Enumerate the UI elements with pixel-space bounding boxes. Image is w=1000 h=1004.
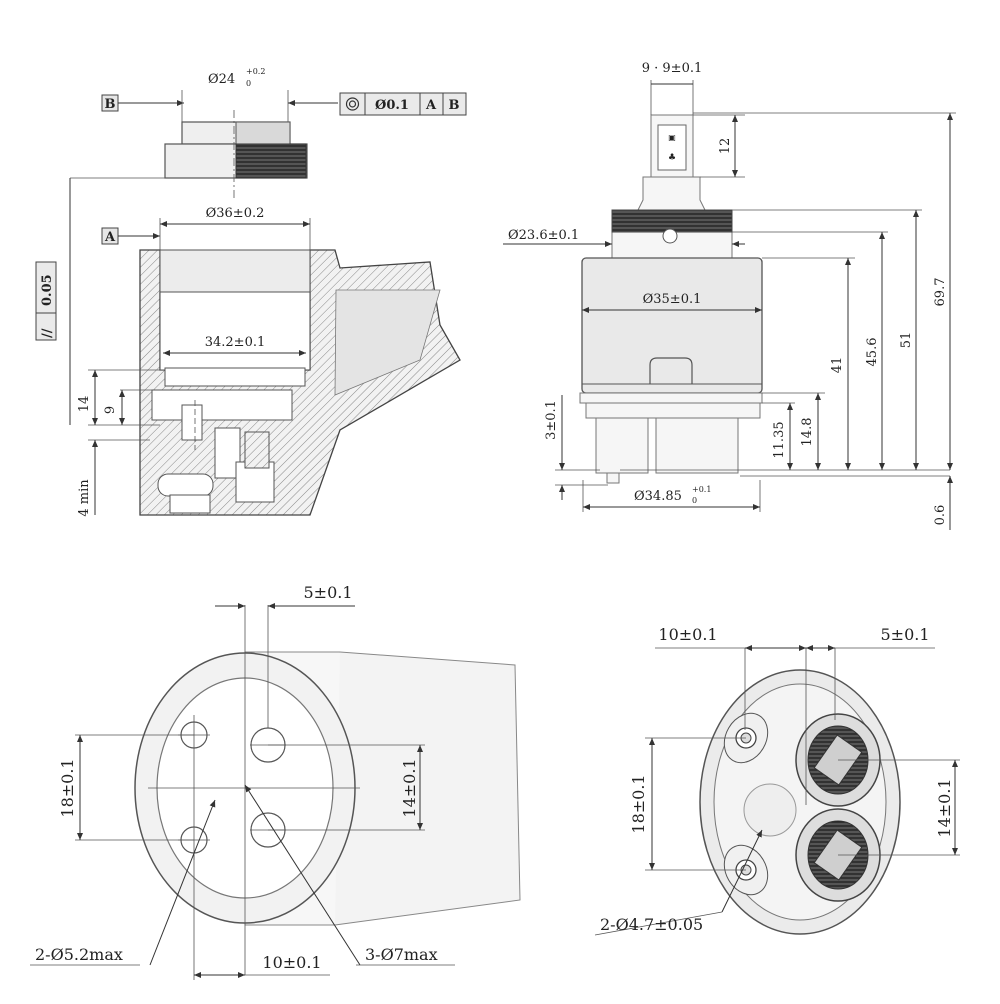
stem-arrow-icon: ♣ xyxy=(668,153,676,163)
fcf-value: Ø0.1 xyxy=(375,98,409,113)
dim-4-min: 4 min xyxy=(77,479,92,517)
section-view: B Ø24 +0.2 0 Ø0.1 A B A Ø36±0.2 xyxy=(35,67,467,517)
seat-holes-large-callout: 3-Ø7max xyxy=(365,945,438,964)
dim-diameter-34-85-tol-upper: +0.1 xyxy=(692,485,711,494)
dim-14-8: 14.8 xyxy=(800,418,815,447)
seat-holes-small-callout: 2-Ø5.2max xyxy=(35,945,123,964)
dim-diameter-34-2: 34.2±0.1 xyxy=(205,335,266,350)
dim-diameter-23-6: Ø23.6±0.1 xyxy=(508,228,579,243)
seat-view: 5±0.1 18±0.1 14±0.1 10±0.1 2-Ø5.2max 3-Ø… xyxy=(30,583,521,980)
datum-b-label: B xyxy=(105,97,116,112)
bottom-pins-callout: 2-Ø4.7±0.05 xyxy=(600,915,703,934)
bottom-dim-14: 14±0.1 xyxy=(935,778,954,837)
dim-45-6: 45.6 xyxy=(865,338,880,367)
dim-9: 9 xyxy=(103,406,118,414)
datum-a-label: A xyxy=(104,230,116,245)
parallelism-symbol: // xyxy=(40,328,55,338)
bottom-dim-18: 18±0.1 xyxy=(629,774,648,833)
dim-11-35: 11.35 xyxy=(772,421,787,458)
bottom-dim-10: 10±0.1 xyxy=(658,625,717,644)
fcf-ref-a: A xyxy=(425,98,437,113)
seat-dim-18: 18±0.1 xyxy=(58,758,77,817)
bottom-view: 10±0.1 5±0.1 18±0.1 14±0.1 2-Ø4.7±0.05 xyxy=(594,625,960,936)
dim-3: 3±0.1 xyxy=(544,400,559,440)
dim-stem-height: 12 xyxy=(718,138,733,155)
cartridge-view: ▣ ♣ 9 · 9±0.1 12 Ø23.6±0.1 xyxy=(503,61,956,530)
section-top-nut xyxy=(164,110,308,200)
seat-dim-14: 14±0.1 xyxy=(400,758,419,817)
section-housing xyxy=(139,249,461,516)
fcf-ref-b: B xyxy=(449,98,460,113)
feature-control-frame: Ø0.1 A B xyxy=(339,92,467,116)
dim-diameter-35: Ø35±0.1 xyxy=(643,292,702,307)
cartridge-spline-ring xyxy=(611,209,733,259)
dim-diameter-24: Ø24 xyxy=(208,72,235,87)
dim-14: 14 xyxy=(77,396,92,413)
parallelism-value: 0.05 xyxy=(40,274,55,306)
seat-dim-10: 10±0.1 xyxy=(262,953,321,972)
seat-dim-5: 5±0.1 xyxy=(303,583,352,602)
dim-diameter-34-85-tol-lower: 0 xyxy=(692,496,697,505)
dim-diameter-36: Ø36±0.2 xyxy=(206,206,265,221)
cartridge-stem: ▣ ♣ xyxy=(637,114,706,211)
dim-41: 41 xyxy=(830,357,845,374)
dim-stem-width: 9 · 9±0.1 xyxy=(642,61,703,76)
dim-diameter-24-tol-upper: +0.2 xyxy=(246,67,265,76)
bottom-dim-5: 5±0.1 xyxy=(880,625,929,644)
dim-0-6: 0.6 xyxy=(933,505,948,526)
dim-diameter-24-tol-lower: 0 xyxy=(246,79,251,88)
dim-diameter-34-85: Ø34.85 xyxy=(634,489,682,504)
stem-mark-icon: ▣ xyxy=(668,133,676,142)
parallelism-frame: // 0.05 xyxy=(35,261,57,341)
dim-51: 51 xyxy=(899,332,914,349)
cartridge-body xyxy=(579,257,763,484)
dim-69-7: 69.7 xyxy=(933,278,948,307)
